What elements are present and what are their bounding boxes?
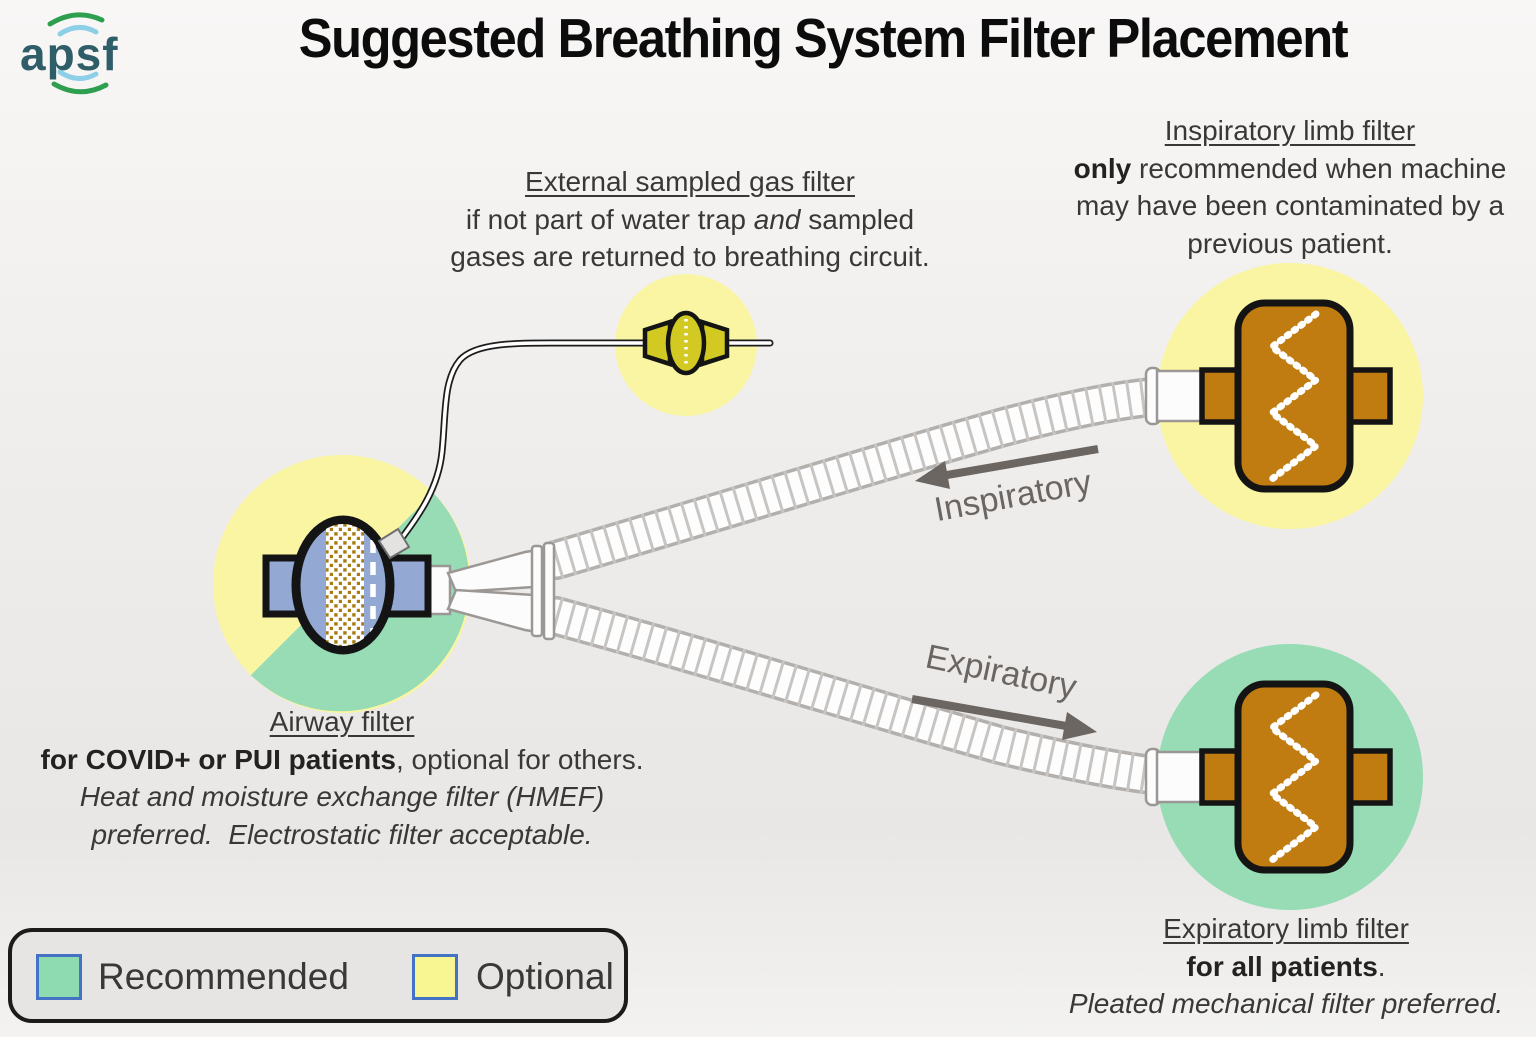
inspiratory-arrow <box>915 445 1099 489</box>
y-piece-icon <box>426 541 556 641</box>
note-inspiratory-limb-filter: Inspiratory limb filter only recommended… <box>1040 112 1536 262</box>
note-expiratory-line1-rest: . <box>1377 950 1386 982</box>
filter-media-band <box>326 524 364 646</box>
note-airway-line1: for COVID+ or PUI patients, optional for… <box>30 741 654 779</box>
page-title: Suggested Breathing System Filter Placem… <box>298 7 1349 69</box>
note-expiratory-limb-filter: Expiratory limb filter for all patients.… <box>1046 910 1526 1023</box>
logo-arc-bottom-green <box>51 81 109 95</box>
note-inspiratory-line1-rest: recommended when machine <box>1131 152 1507 184</box>
note-airway-filter: Airway filter for COVID+ or PUI patients… <box>30 703 654 853</box>
logo-arc-top-blue <box>57 25 99 37</box>
note-external-line1-em: and <box>753 203 801 235</box>
note-inspiratory-line2: may have been contaminated by a <box>1075 190 1505 221</box>
optional-label: Optional <box>476 956 614 997</box>
logo-arc-bottom-blue <box>57 69 99 81</box>
note-inspiratory-line1: only recommended when machine <box>1040 150 1536 188</box>
sampled-gas-filter-icon <box>642 310 730 376</box>
note-expiratory-line2: Pleated mechanical filter preferred. <box>1068 988 1504 1019</box>
legend: Recommended Optional <box>8 928 628 1023</box>
note-airway-line2: Heat and moisture exchange filter (HMEF) <box>79 781 605 812</box>
corrugated-tube-expiratory <box>536 596 1188 797</box>
note-external-line1: if not part of water trap and sampled <box>430 201 950 239</box>
note-expiratory-line1-bold: for all patients <box>1186 950 1378 982</box>
recommended-swatch <box>36 954 82 1000</box>
note-inspiratory-line1-bold: only <box>1073 152 1132 184</box>
note-expiratory-line1: for all patients. <box>1046 948 1526 986</box>
note-inspiratory-line3: previous patient. <box>1187 227 1393 259</box>
note-airway-line3: preferred. Electrostatic filter acceptab… <box>91 818 593 850</box>
corrugated-tube-inspiratory <box>536 376 1188 580</box>
sampling-line <box>392 339 774 550</box>
expiratory-arrow <box>911 695 1097 740</box>
airway-filter-icon <box>262 515 432 655</box>
note-external-line1-pre: if not part of water trap <box>465 203 754 235</box>
note-airway-line1-rest: , optional for others. <box>396 743 644 775</box>
apsf-logo: apsf <box>20 12 119 95</box>
logo-text: apsf <box>20 28 119 80</box>
note-external-line1-post: sampled <box>800 203 915 235</box>
note-airway-heading: Airway filter <box>269 706 415 737</box>
note-expiratory-heading: Expiratory limb filter <box>1163 913 1409 944</box>
pleated-filter-icon-expiratory <box>1144 680 1393 874</box>
sampling-port <box>377 527 411 560</box>
note-inspiratory-heading: Inspiratory limb filter <box>1164 115 1416 146</box>
recommended-label: Recommended <box>98 956 349 997</box>
logo-arc-top-green <box>47 12 105 27</box>
optional-swatch <box>412 954 458 1000</box>
note-external-sampled-gas-filter: External sampled gas filter if not part … <box>430 163 950 276</box>
note-external-heading: External sampled gas filter <box>525 166 855 197</box>
note-airway-line1-bold: for COVID+ or PUI patients <box>40 743 397 775</box>
note-external-line2: gases are returned to breathing circuit. <box>450 241 930 272</box>
pleated-filter-icon-inspiratory <box>1144 299 1393 493</box>
